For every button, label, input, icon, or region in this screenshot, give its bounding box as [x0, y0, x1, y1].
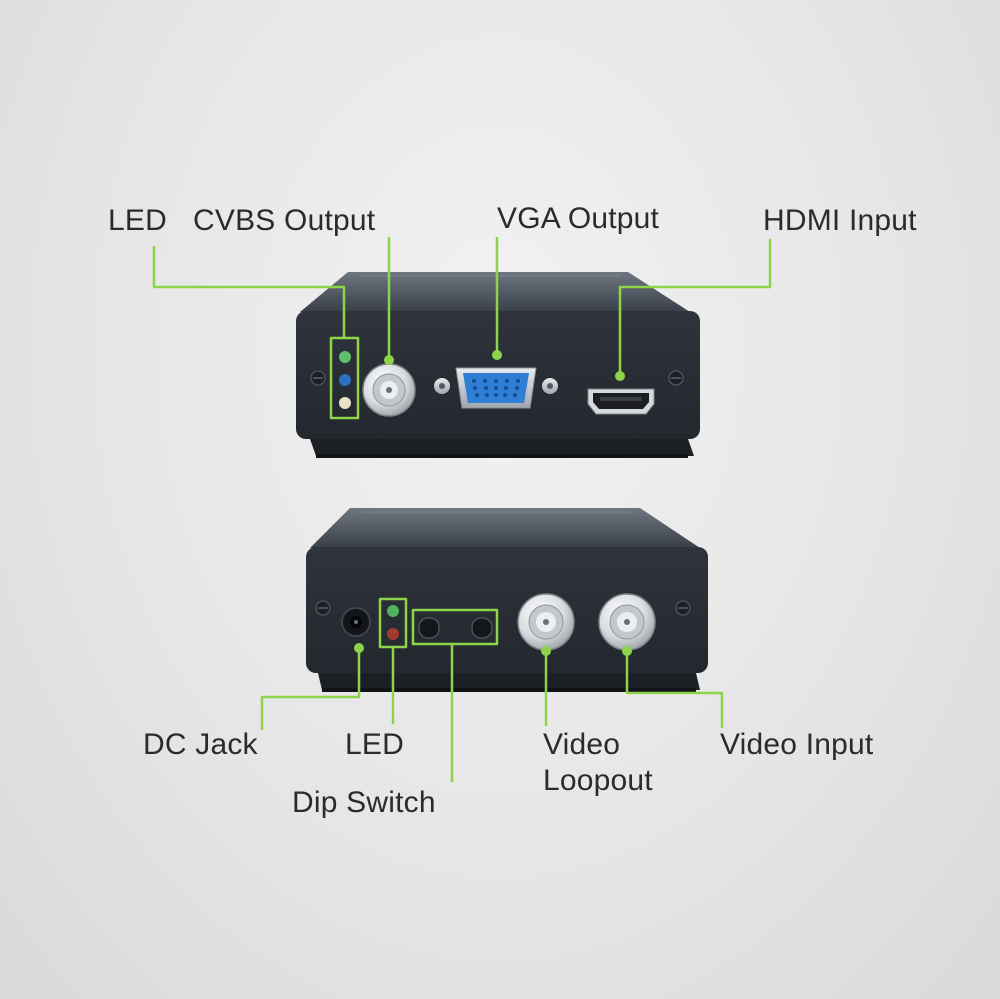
screw-icon [310, 370, 326, 386]
callout-video-input [625, 649, 724, 729]
label-led-bottom: LED [345, 728, 404, 761]
label-vga-output: VGA Output [497, 202, 660, 235]
vga-port-icon [434, 367, 558, 409]
label-cvbs-output: CVBS Output [193, 204, 376, 237]
label-video-loopout-line2: Loopout [543, 764, 653, 797]
bottom-device [306, 508, 708, 692]
label-video-input: Video Input [720, 728, 874, 761]
led-indicator-icons [387, 605, 399, 640]
bnc-connector-icon [362, 363, 416, 417]
callout-hdmi [618, 238, 772, 378]
hdmi-port-icon [587, 388, 655, 415]
screw-icon [668, 370, 684, 386]
top-device [296, 272, 700, 458]
callout-dc-jack [260, 646, 361, 731]
dc-jack-icon [341, 607, 371, 637]
label-led-top: LED [108, 204, 167, 237]
callout-dip-box [411, 608, 499, 646]
screw-icon [675, 600, 691, 616]
bnc-connector-icon [517, 593, 575, 651]
callout-led-top-box [329, 336, 360, 420]
dip-switch-icon [418, 617, 493, 639]
label-video-loopout-line1: Video [543, 728, 621, 761]
bnc-connector-icon [598, 593, 656, 651]
label-hdmi-input: HDMI Input [763, 204, 917, 237]
screw-icon [315, 600, 331, 616]
label-dc-jack: DC Jack [143, 728, 258, 761]
led-indicator-icons [339, 351, 351, 409]
label-dip-switch: Dip Switch [292, 786, 436, 819]
callout-lines [152, 236, 772, 783]
callout-led-top [152, 245, 346, 340]
